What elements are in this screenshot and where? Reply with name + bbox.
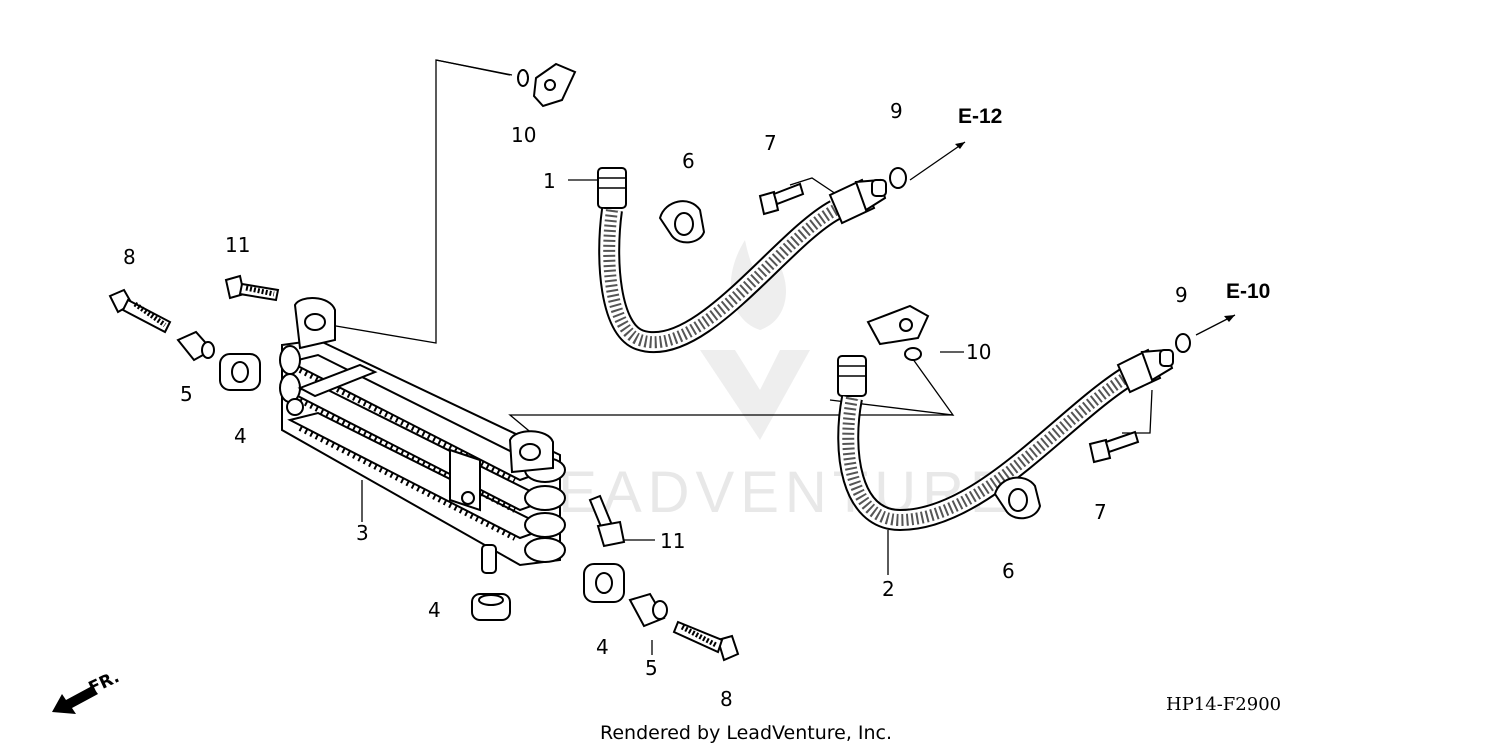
front-direction-arrow: FR. bbox=[52, 667, 123, 714]
leader-lines bbox=[329, 59, 1236, 655]
label-part-9-upper: 9 bbox=[890, 99, 903, 123]
label-part-8-lower: 8 bbox=[720, 687, 733, 711]
o-ring-10-lower bbox=[904, 347, 922, 361]
label-part-9-lower: 9 bbox=[1175, 283, 1188, 307]
label-part-5-upper: 5 bbox=[180, 382, 193, 406]
washer-9-lower bbox=[1175, 333, 1191, 353]
bolt-11-upper bbox=[224, 274, 280, 302]
oil-cooler-hose-1 bbox=[532, 62, 887, 354]
grommet-4-upper bbox=[219, 353, 261, 391]
part-labels: 1 2 3 4 4 4 5 5 6 6 7 7 8 8 9 9 10 10 11… bbox=[123, 99, 1188, 711]
bolt-7-lower bbox=[1088, 430, 1140, 464]
label-part-10-upper: 10 bbox=[511, 123, 536, 147]
label-part-11-lower: 11 bbox=[660, 529, 685, 553]
label-part-7-upper: 7 bbox=[764, 131, 777, 155]
oil-cooler-core bbox=[279, 297, 566, 574]
collar-5-upper bbox=[176, 330, 215, 362]
credit-text: Rendered by LeadVenture, Inc. bbox=[600, 722, 892, 744]
collar-5-lower bbox=[628, 592, 668, 628]
label-part-10-lower: 10 bbox=[966, 340, 991, 364]
label-part-4-lower: 4 bbox=[596, 635, 609, 659]
watermark: LEADVENTURE bbox=[520, 240, 1009, 525]
reference-e12: E-12 bbox=[958, 105, 1002, 128]
bolt-8-lower bbox=[672, 620, 740, 662]
label-part-8-upper: 8 bbox=[123, 245, 136, 269]
label-part-3: 3 bbox=[356, 521, 369, 545]
bolt-8-upper bbox=[108, 288, 172, 334]
label-part-6-upper: 6 bbox=[682, 149, 695, 173]
hose-clamp-6-upper bbox=[658, 200, 706, 244]
front-label: FR. bbox=[86, 667, 123, 698]
label-part-2: 2 bbox=[882, 577, 895, 601]
label-part-4-upper: 4 bbox=[234, 424, 247, 448]
grommet-4-bottom bbox=[471, 593, 511, 621]
label-part-7-lower: 7 bbox=[1094, 500, 1107, 524]
diagram-code: HP14-F2900 bbox=[1166, 694, 1281, 715]
reference-e10: E-10 bbox=[1226, 280, 1270, 303]
bolt-7-upper bbox=[758, 182, 805, 216]
label-part-11-upper: 11 bbox=[225, 233, 250, 257]
bolt-11-lower bbox=[588, 494, 626, 548]
label-part-5-lower: 5 bbox=[645, 656, 658, 680]
washer-9-upper bbox=[889, 167, 907, 189]
o-ring-10-upper bbox=[517, 69, 529, 87]
label-part-1: 1 bbox=[543, 169, 556, 193]
label-part-6-lower: 6 bbox=[1002, 559, 1015, 583]
oil-cooler-hose-2 bbox=[837, 280, 1174, 532]
label-part-4-bottom: 4 bbox=[428, 598, 441, 622]
hose-clamp-6-lower bbox=[993, 476, 1042, 520]
grommet-4-lower bbox=[583, 563, 625, 603]
